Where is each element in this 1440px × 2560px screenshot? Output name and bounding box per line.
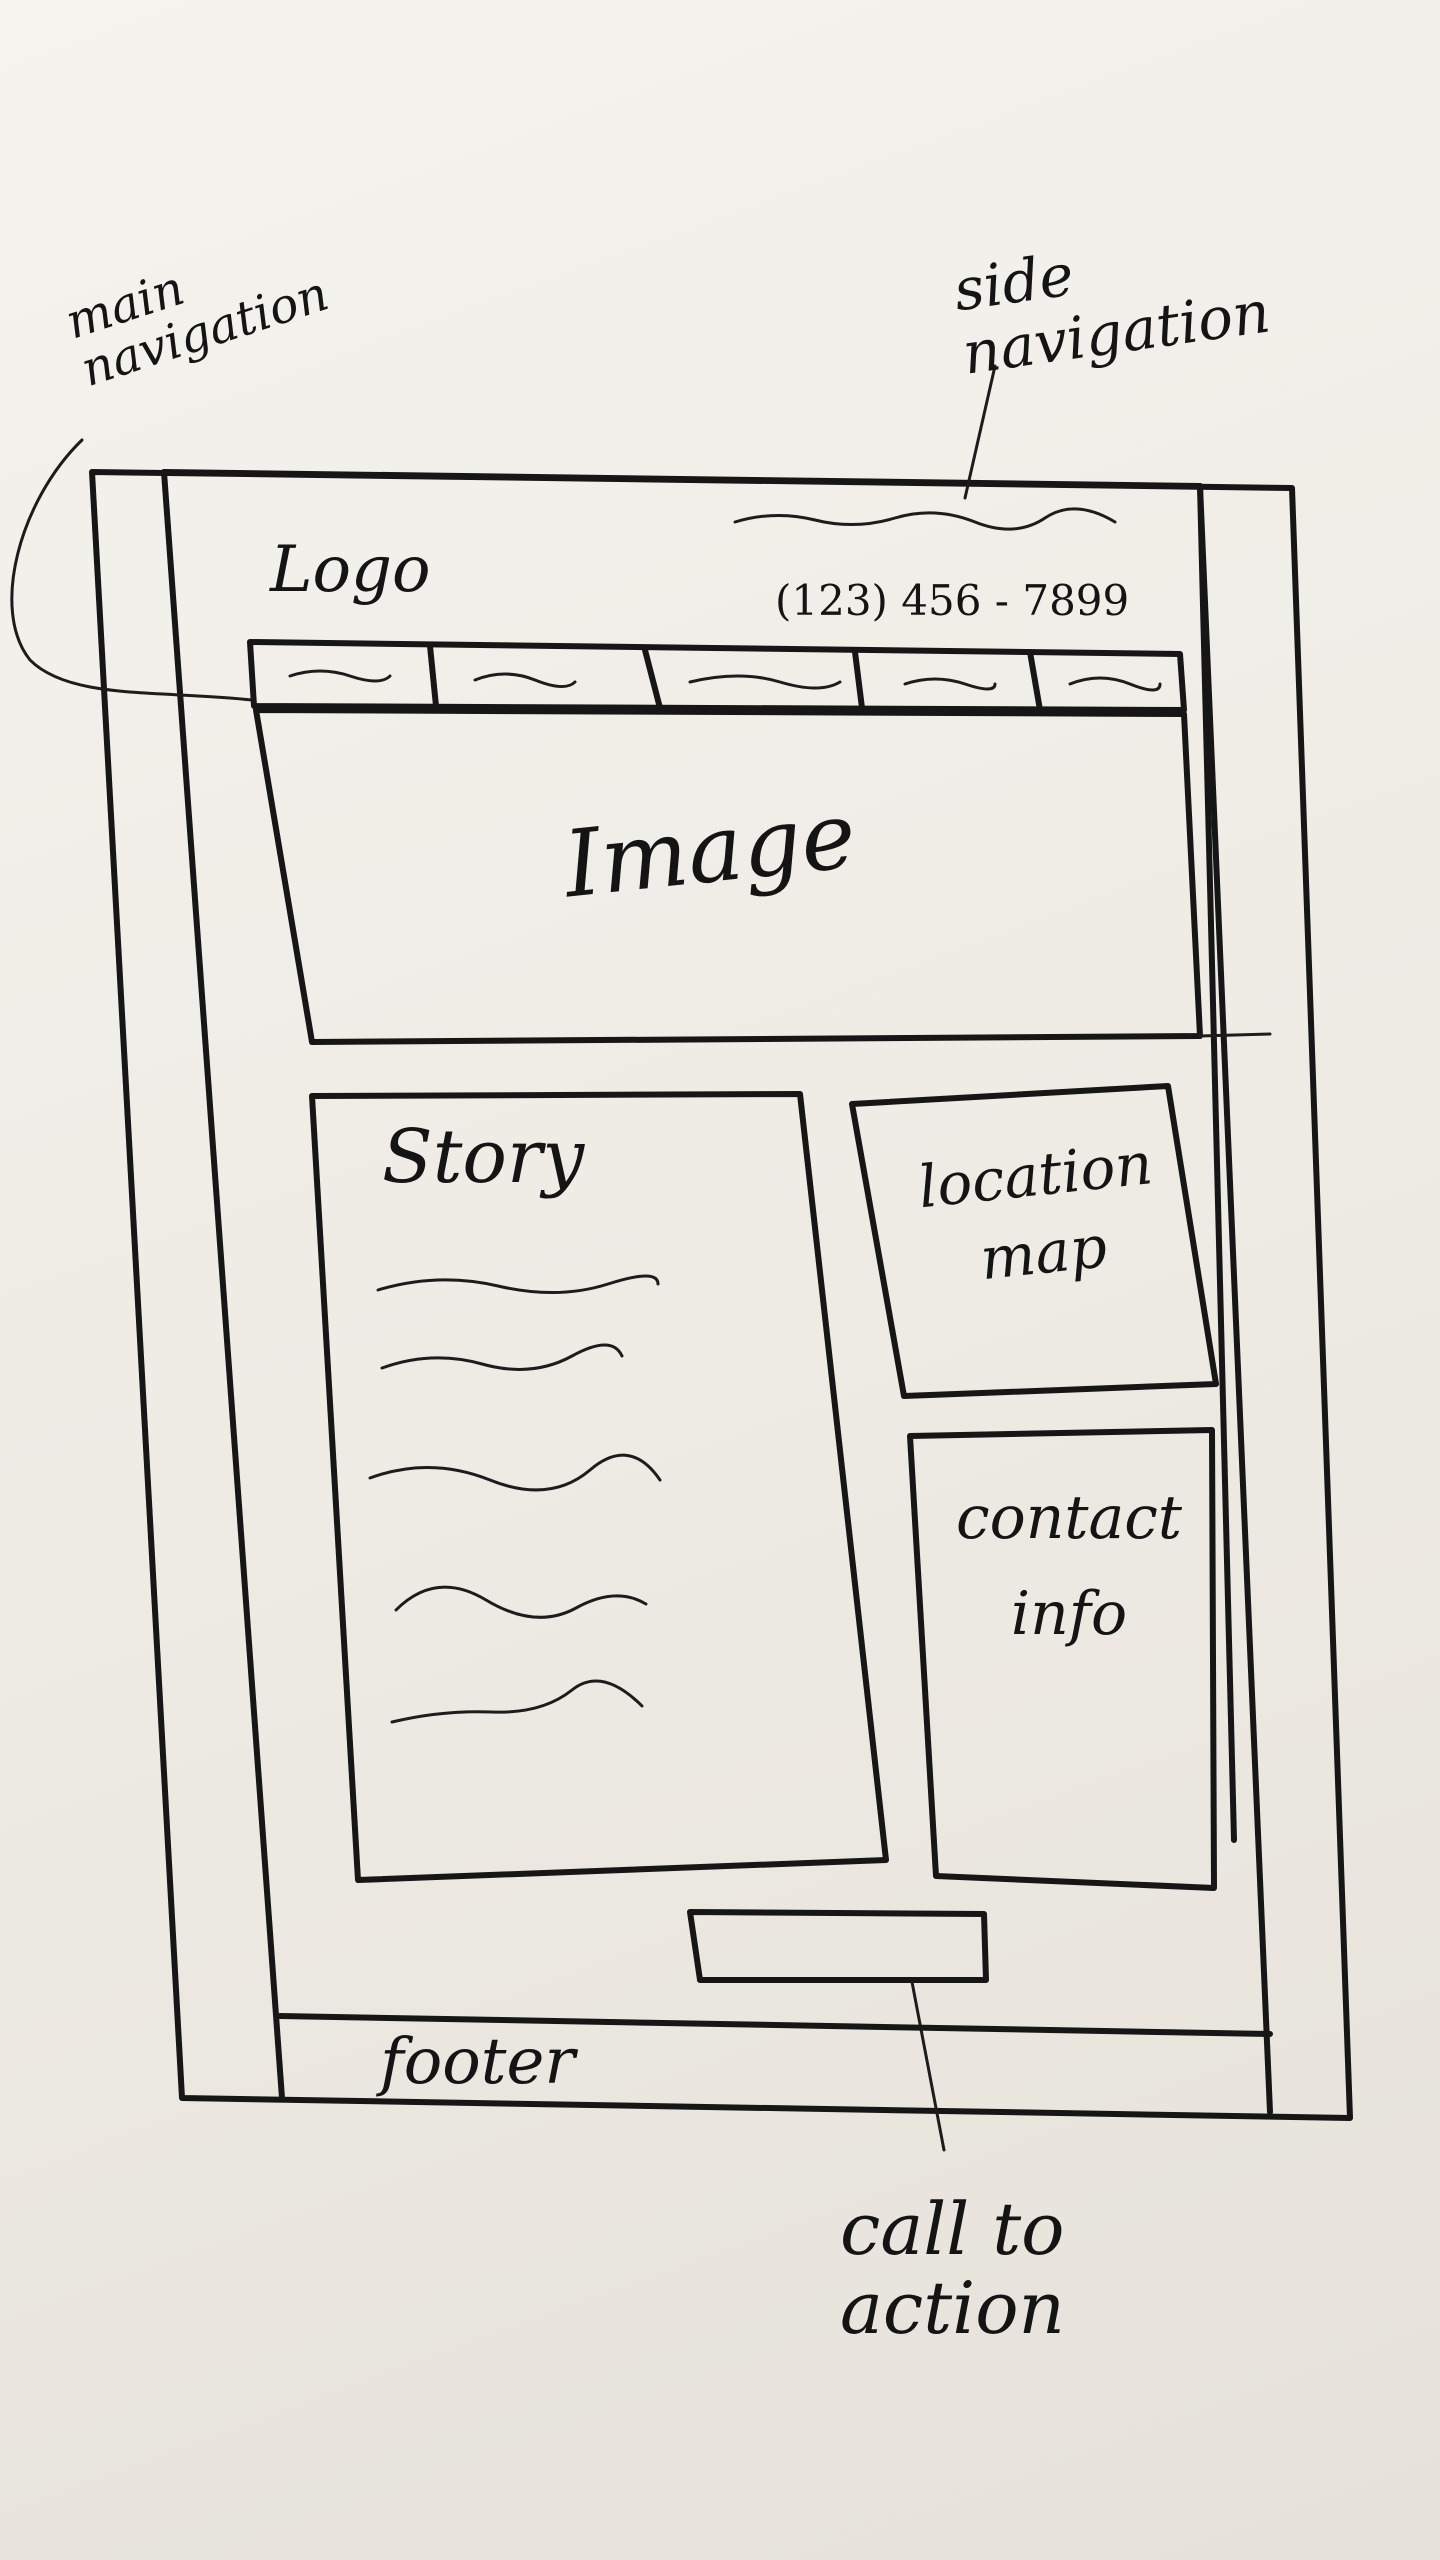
footer-label: footer (380, 2025, 575, 2099)
side-nav-pointer (963, 364, 997, 500)
image-box-smudge (1198, 1032, 1272, 1038)
nav-divider-1 (427, 643, 439, 709)
contact-info-box (907, 1427, 1217, 1891)
nav-bar (247, 639, 1187, 713)
story-line-4 (394, 1585, 648, 1619)
story-label: Story (382, 1114, 585, 1200)
side-column-left (161, 469, 285, 2101)
annotation-call-to-action-text: call to action (840, 2187, 1065, 2351)
nav-tab-scribble-3 (688, 674, 842, 690)
nav-divider-2 (642, 647, 663, 711)
story-line-2 (380, 1343, 624, 1371)
story-line-3 (368, 1453, 662, 1492)
contact-info-label-text: contact info (956, 1483, 1182, 1649)
nav-tab-scribble-2 (473, 672, 577, 688)
call-to-action-button (687, 1909, 989, 1983)
location-map-label-text: location map (915, 1129, 1156, 1294)
side-column-right-inner (1197, 483, 1237, 1843)
content-frame-top (161, 469, 1203, 489)
annotation-call-to-action: call to action (840, 2187, 1300, 2351)
footer-divider (277, 2013, 1273, 2037)
story-line-5 (390, 1679, 644, 1724)
nav-divider-4 (1027, 649, 1043, 713)
logo-label: Logo (270, 533, 431, 607)
phone-number: (123) 456 - 7899 (775, 576, 1130, 625)
story-box (309, 1091, 889, 1883)
location-map-label: location map (902, 1123, 1177, 1306)
side-column-right (1197, 483, 1273, 2115)
contact-info-label: contact info (944, 1470, 1194, 1662)
nav-tab-scribble-1 (288, 669, 392, 683)
main-nav-pointer (10, 438, 254, 702)
location-map-box (849, 1083, 1219, 1399)
nav-tab-scribble-4 (903, 677, 997, 691)
nav-divider-3 (852, 649, 865, 711)
call-to-action-pointer (910, 1980, 946, 2152)
outer-frame (89, 469, 1353, 2121)
story-line-1 (376, 1274, 660, 1295)
side-nav-scribble (733, 507, 1117, 531)
nav-tab-scribble-5 (1068, 676, 1162, 692)
